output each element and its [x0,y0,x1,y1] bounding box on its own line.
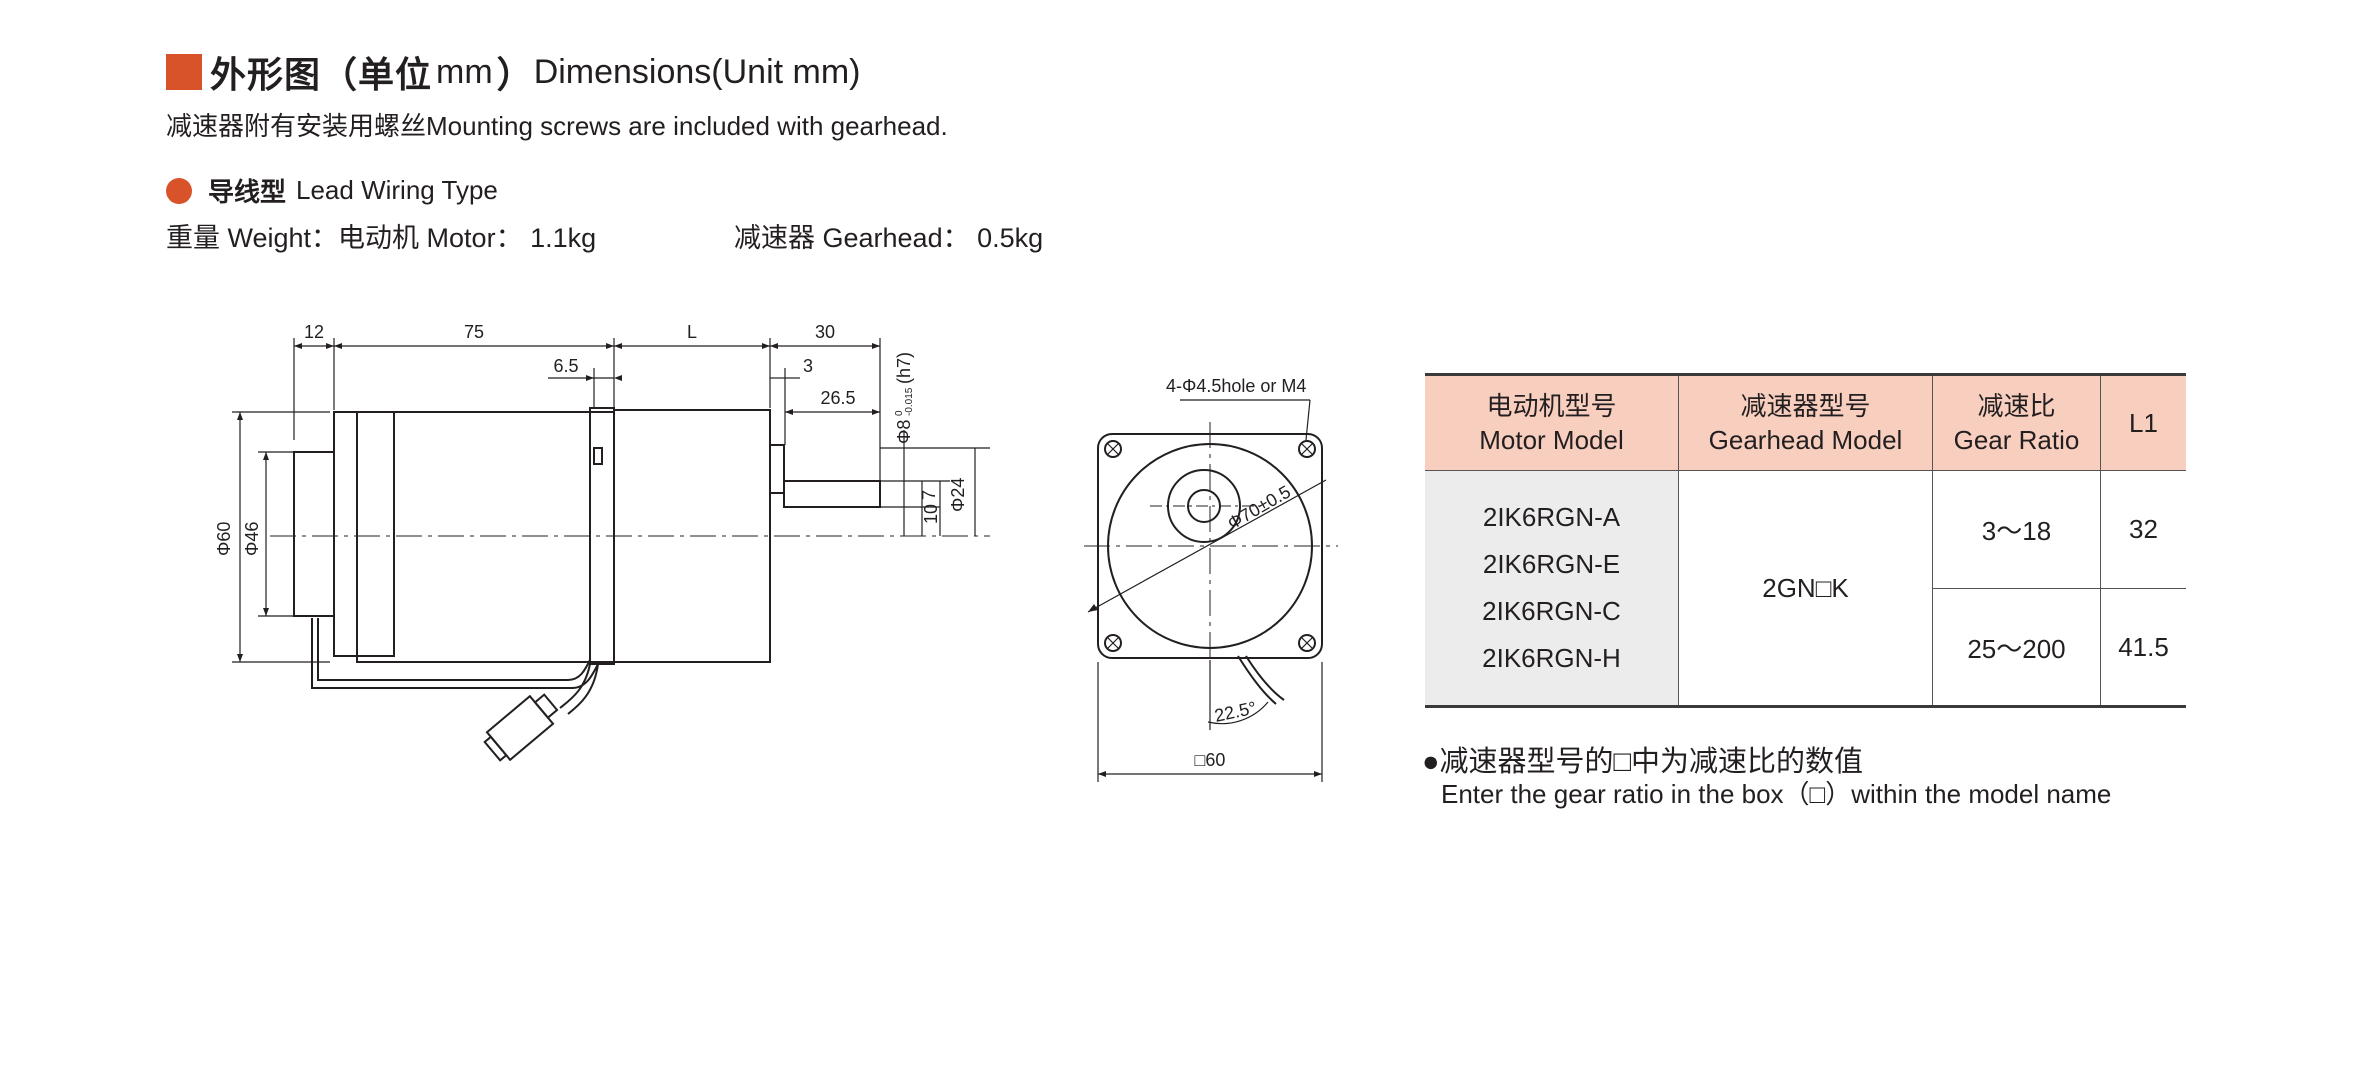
dim-30-label: 30 [815,322,835,342]
model-spec-table: 电动机型号 Motor Model 减速器型号 Gearhead Model 减… [1425,373,2186,708]
motor-model-e: 2IK6RGN-E [1482,549,1621,579]
title-chinese: 外形图（单位 [210,54,433,95]
motor-models-cell: 2IK6RGN-A 2IK6RGN-E 2IK6RGN-C 2IK6RGN-H [1425,470,1679,707]
pcd-label: Φ70±0.5 [1224,481,1294,533]
section-bullet-dot [166,177,192,204]
gearhead-model-cell: 2GN□K [1678,470,1933,707]
gearhead-weight: 减速器 Gearhead： 0.5kg [734,223,1044,253]
title-english: Dimensions(Unit mm) [533,52,861,91]
dim-75-label: 75 [464,322,484,342]
header-motor-model-en: Motor Model [1479,425,1624,455]
motor-model-h: 2IK6RGN-H [1482,643,1621,673]
dim-12-label: 12 [304,322,324,342]
section-title-chinese: 导线型 [208,177,287,207]
title-close-paren: ） [496,54,534,95]
dim-phi24-label: Φ24 [948,478,968,512]
table-row: 25～200 41.5 [1425,588,2186,707]
dim-26-5-label: 26.5 [820,388,855,408]
header-gearhead-model-cn: 减速器型号 [1740,391,1871,421]
angle-label: 22.5° [1213,698,1258,726]
dim-shaft-tolerance-bottom: -0.015 [904,387,915,416]
dim-3-label: 3 [803,356,813,376]
dim-shaft-tolerance-top: 0 [894,410,905,416]
header-motor-model-cn: 电动机型号 [1486,391,1617,421]
header-gearhead-model-en: Gearhead Model [1708,425,1903,455]
header-l1: L1 [2100,374,2186,471]
gear-ratio-note-chinese: ●减速器型号的□中为减速比的数值 [1422,746,1864,778]
title-marker-square [166,54,202,90]
gear-ratio-cell-2: 25～200 [1932,588,2101,707]
motor-model-c: 2IK6RGN-C [1482,596,1621,626]
table-row: 2IK6RGN-A 2IK6RGN-E 2IK6RGN-C 2IK6RGN-H … [1425,470,2186,707]
section-title-english: Lead Wiring Type [296,175,498,205]
motor-model-a: 2IK6RGN-A [1482,502,1621,532]
header-motor-model: 电动机型号 Motor Model [1425,374,1679,471]
front-view-drawing: 4-Φ4.5hole or M4 Φ70±0.5 22.5° □60 [1084,376,1338,782]
dim-l-label: L [687,322,697,342]
gear-ratio-cell-1: 3～18 [1932,470,2101,589]
dim-6-5-label: 6.5 [553,356,578,376]
square-size-label: □60 [1195,750,1226,770]
dim-phi46-label: Φ46 [242,522,262,556]
header-gear-ratio: 减速比 Gear Ratio [1932,374,2101,471]
hole-spec-label: 4-Φ4.5hole or M4 [1166,376,1306,396]
section-heading: 导线型 Lead Wiring Type [166,172,498,209]
mounting-screws-note: 减速器附有安装用螺丝Mounting screws are included w… [166,111,948,141]
dim-10-label: 10 [921,504,941,524]
l1-cell-1: 32 [2100,470,2186,589]
title-unit: mm [436,52,493,91]
motor-weight: 重量 Weight：电动机 Motor： 1.1kg [166,223,597,253]
dim-shaft-fit-label: (h7) [894,352,914,384]
page-title: 外形图（单位 mm ） Dimensions(Unit mm) [166,44,861,100]
l1-cell-2: 41.5 [2118,631,2169,662]
header-gear-ratio-cn: 减速比 [1977,391,2056,421]
gear-ratio-note-english: Enter the gear ratio in the box（□）within… [1441,779,2112,809]
dim-phi60-label: Φ60 [214,522,234,556]
dim-7-label: 7 [919,490,939,500]
dim-shaft-diameter-label: Φ8 [894,420,914,444]
side-view-drawing: 12 75 L 30 6.5 3 26.5 Φ8 0 -0.015 (h7) 7… [214,322,990,762]
header-gear-ratio-en: Gear Ratio [1953,425,2080,455]
table-header-row: 电动机型号 Motor Model 减速器型号 Gearhead Model 减… [1425,374,2186,471]
header-l1-label: L1 [2129,408,2158,438]
header-gearhead-model: 减速器型号 Gearhead Model [1678,374,1933,471]
